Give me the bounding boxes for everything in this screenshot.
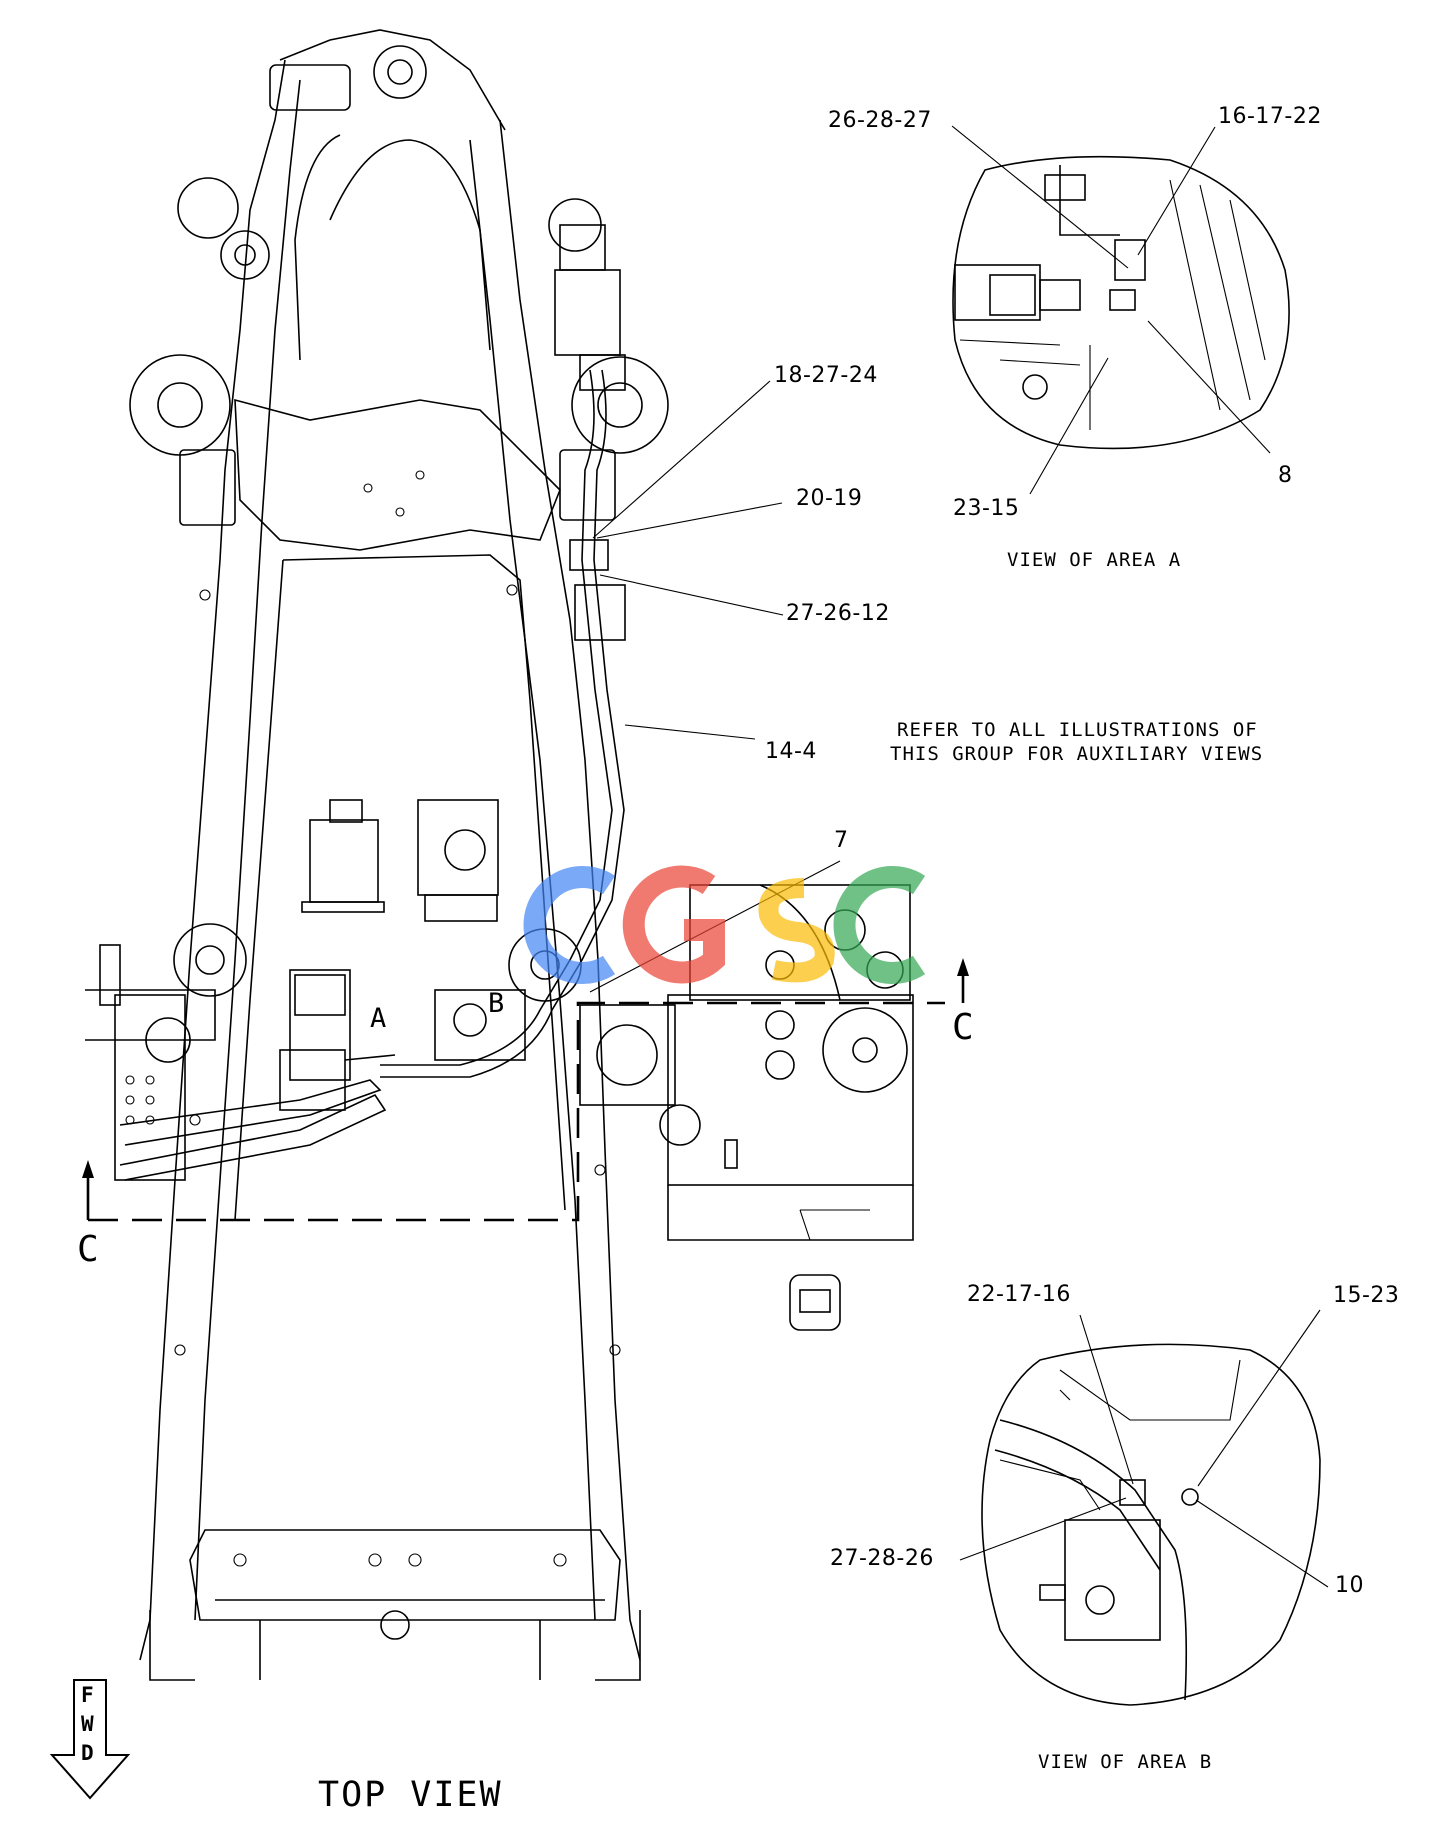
section-label-c-left: C bbox=[77, 1229, 99, 1270]
section-label-c-right: C bbox=[952, 1007, 974, 1048]
pump-assemblies bbox=[173, 799, 582, 1081]
callout-10: 10 bbox=[1335, 1573, 1364, 1598]
fwd-arrow bbox=[49, 1679, 131, 1800]
left-valve-group bbox=[85, 944, 396, 1181]
section-line-c bbox=[82, 958, 969, 1222]
view-b-caption: VIEW OF AREA B bbox=[1038, 1751, 1213, 1773]
view-title: TOP VIEW bbox=[318, 1775, 503, 1815]
watermark-logo-icon bbox=[523, 865, 926, 984]
callout-7: 7 bbox=[834, 828, 849, 853]
fwd-letter-d: D bbox=[81, 1741, 94, 1765]
callout-18-27-24: 18-27-24 bbox=[774, 363, 878, 388]
area-b-label: B bbox=[488, 988, 505, 1019]
note-line-2: THIS GROUP FOR AUXILIARY VIEWS bbox=[890, 743, 1264, 765]
view-a-inset bbox=[951, 125, 1290, 495]
callout-26-28-27: 26-28-27 bbox=[828, 108, 932, 133]
callout-14-4: 14-4 bbox=[765, 739, 817, 764]
fwd-letter-f: F bbox=[81, 1683, 94, 1707]
fwd-letter-w: W bbox=[81, 1712, 94, 1736]
note-line-1: REFER TO ALL ILLUSTRATIONS OF bbox=[897, 719, 1258, 741]
callout-23-15: 23-15 bbox=[953, 496, 1020, 521]
callout-22-17-16: 22-17-16 bbox=[967, 1282, 1071, 1307]
main-frame bbox=[129, 29, 669, 1681]
callout-8: 8 bbox=[1278, 463, 1293, 488]
callout-27-26-12: 27-26-12 bbox=[786, 601, 890, 626]
callout-15-23: 15-23 bbox=[1333, 1283, 1400, 1308]
view-a-caption: VIEW OF AREA A bbox=[1007, 549, 1182, 571]
callout-16-17-22: 16-17-22 bbox=[1218, 104, 1322, 129]
area-a-label: A bbox=[370, 1003, 387, 1034]
view-b-inset bbox=[959, 1309, 1329, 1706]
callout-20-19: 20-19 bbox=[796, 486, 863, 511]
callout-27-28-26: 27-28-26 bbox=[830, 1546, 934, 1571]
watermark bbox=[514, 860, 934, 995]
fitting-detail bbox=[789, 1209, 870, 1331]
